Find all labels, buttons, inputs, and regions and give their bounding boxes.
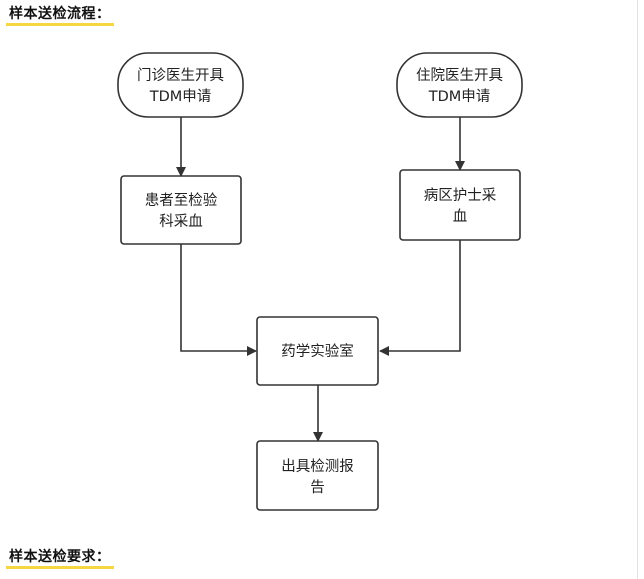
node-label-line: 血 [453, 208, 468, 225]
flow-node-patient-lab-blood-draw: 患者至检验 科采血 [120, 175, 242, 245]
requirements-heading: 样本送检要求： [6, 548, 114, 569]
flow-node-issue-test-report: 出具检测报 告 [256, 440, 379, 511]
node-label-line: 门诊医生开具 [137, 67, 224, 84]
edge-patient-lab-to-pharmacy-lab [180, 244, 257, 356]
node-label-line: 患者至检验 [145, 192, 218, 209]
node-label-line: TDM申请 [149, 88, 212, 105]
flow-node-outpatient-tdm-request: 门诊医生开具 TDM申请 [117, 52, 244, 118]
node-label-line: 住院医生开具 [416, 67, 503, 84]
node-label-line: 告 [310, 479, 325, 496]
node-label-line: 药学实验室 [281, 343, 354, 360]
flow-node-inpatient-tdm-request: 住院医生开具 TDM申请 [396, 52, 523, 118]
page-edge-line [637, 0, 638, 579]
node-label-line: 出具检测报 [281, 458, 354, 475]
flow-node-pharmacy-laboratory: 药学实验室 [256, 316, 379, 386]
edge-ward-nurse-to-pharmacy-lab [379, 240, 461, 356]
node-label-line: TDM申请 [428, 88, 491, 105]
node-label-line: 病区护士采 [424, 187, 497, 204]
node-label-line: 科采血 [159, 213, 203, 230]
connectors [176, 117, 465, 442]
process-heading: 样本送检流程： [6, 5, 114, 26]
flow-node-ward-nurse-blood-draw: 病区护士采 血 [399, 169, 521, 241]
